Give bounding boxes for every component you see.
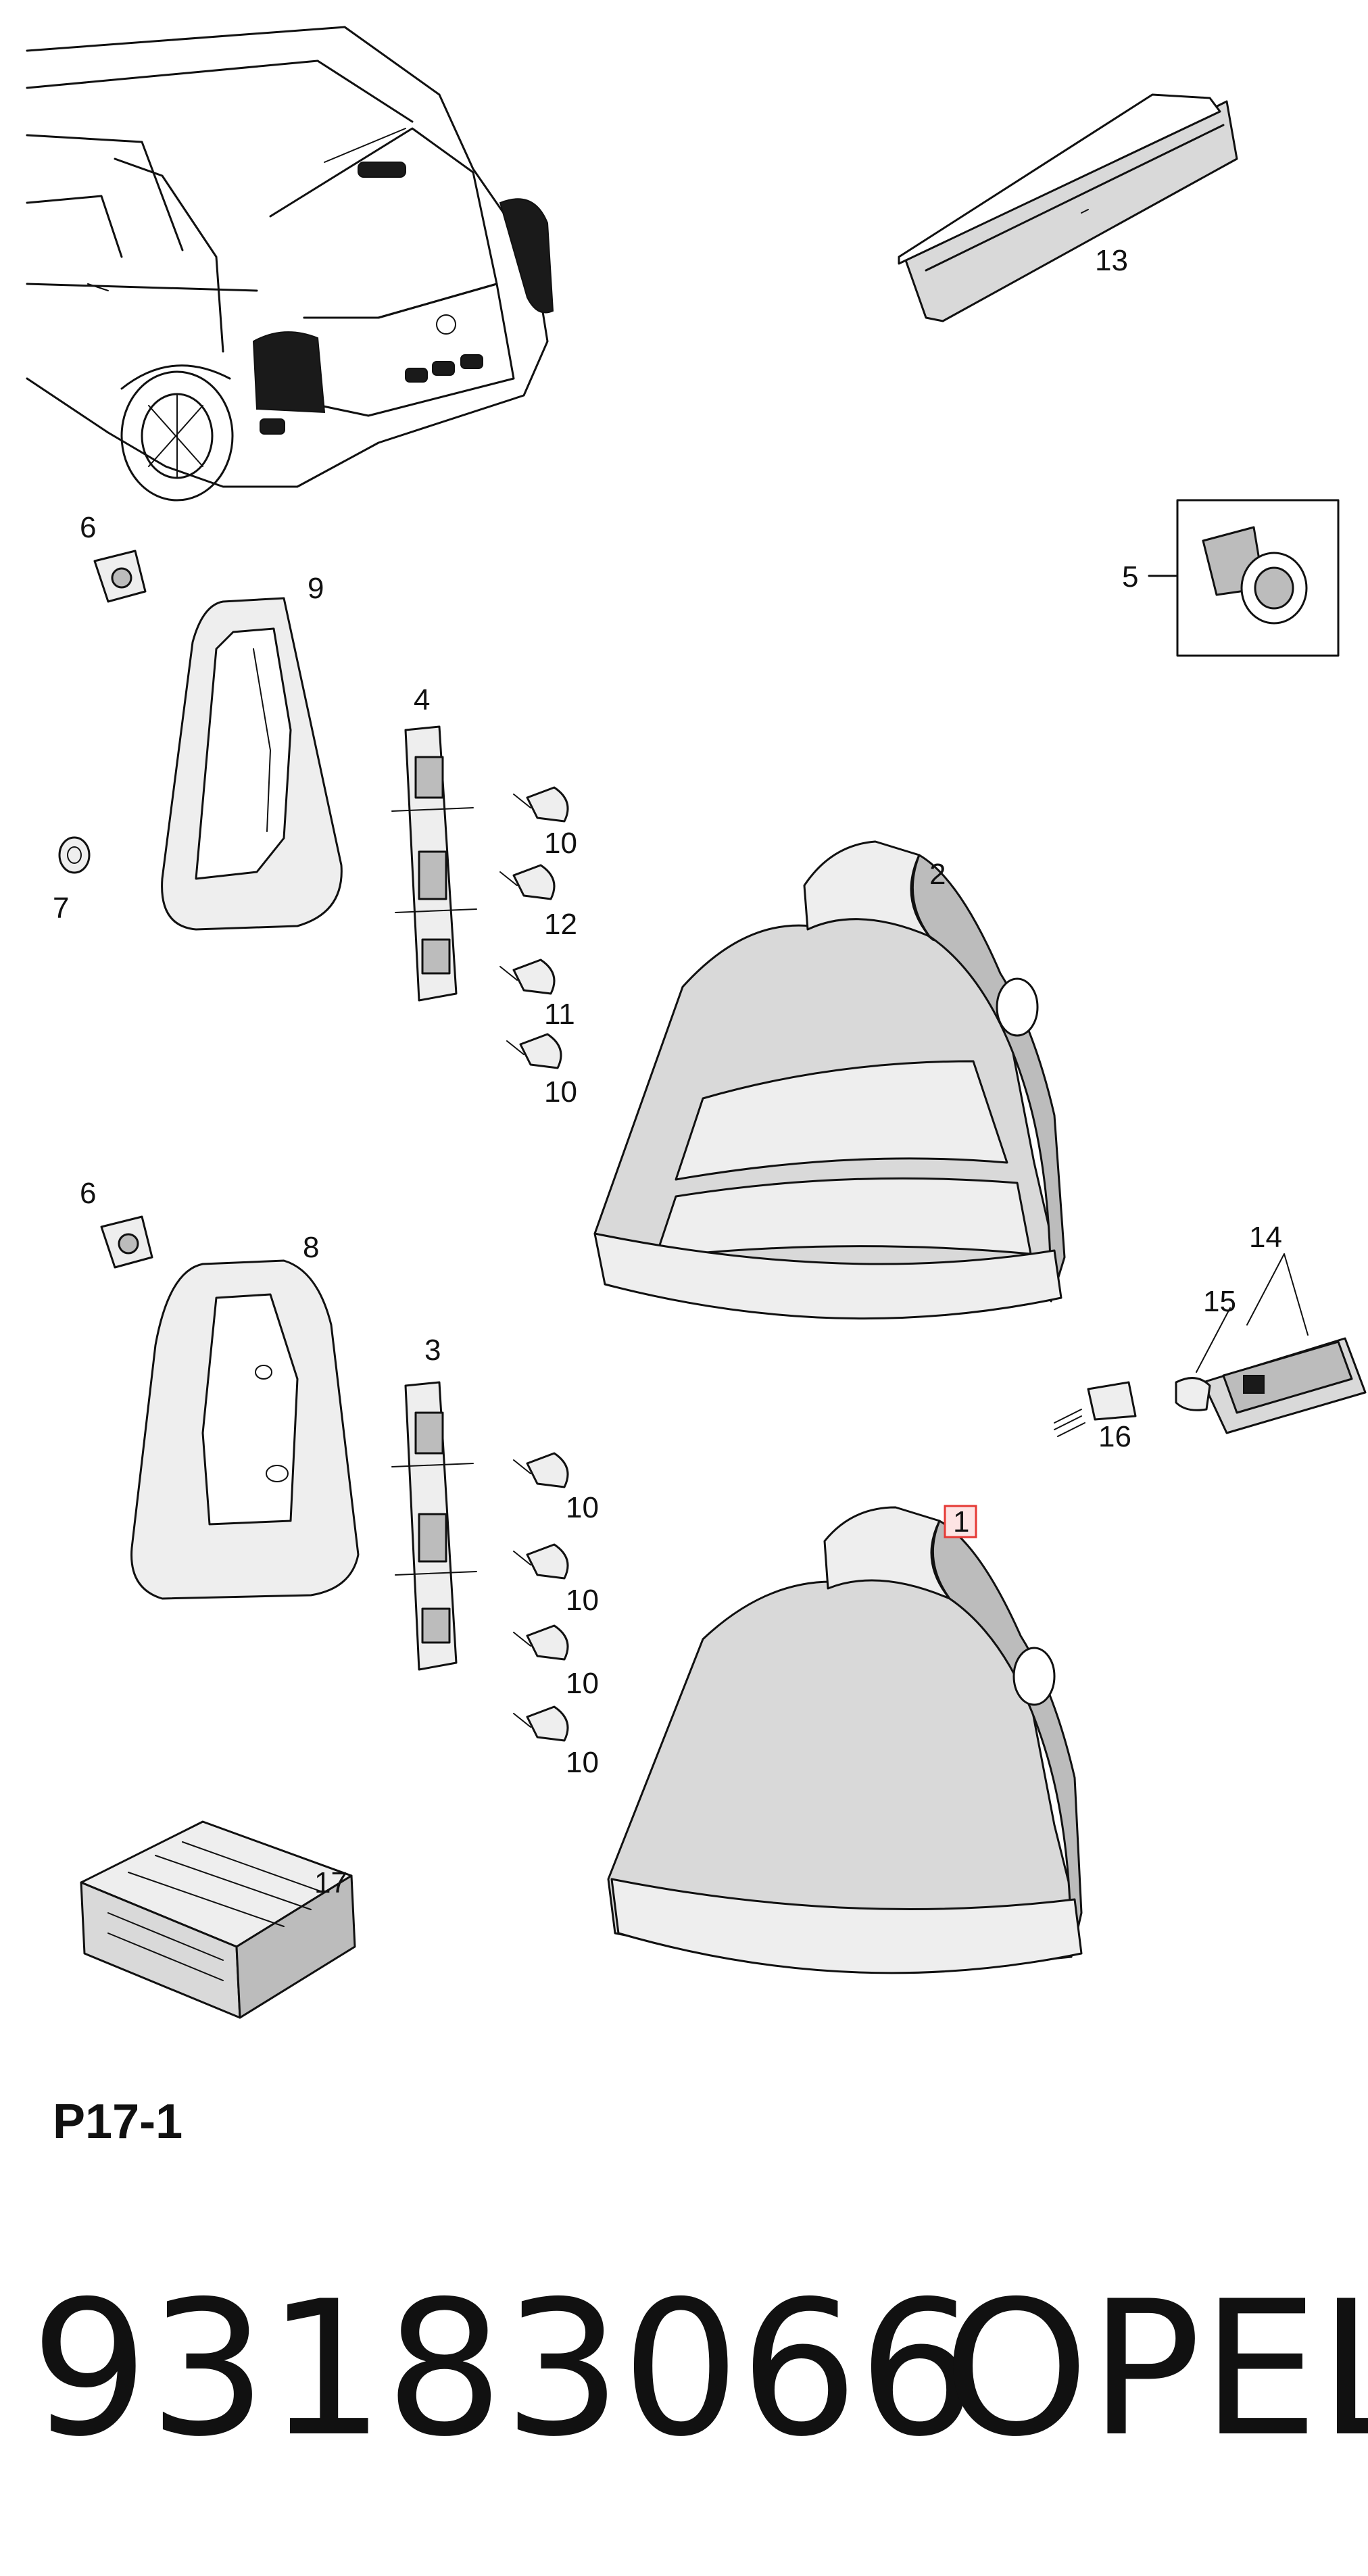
callout-4: 4	[414, 683, 430, 716]
callout-14: 14	[1249, 1221, 1282, 1254]
control-module-17	[80, 1820, 356, 2019]
bulbs-upper	[499, 786, 569, 1069]
brand-name: OPEL	[943, 2261, 1368, 2477]
callout-5: 5	[1122, 560, 1138, 593]
sheet-code: P17-1	[53, 2095, 182, 2149]
callout-16: 16	[1098, 1420, 1131, 1453]
gasket-8	[130, 1259, 360, 1600]
bulb-holder-4	[391, 725, 477, 1002]
highlight-box	[944, 1505, 977, 1538]
tail-lamp-1	[607, 1506, 1083, 1974]
bushing-inset	[1148, 499, 1340, 657]
clip-6-upper	[93, 550, 147, 603]
tail-lamp-2	[593, 840, 1066, 1320]
callout-6-upper: 6	[80, 511, 96, 544]
callout-3: 3	[424, 1334, 441, 1367]
callout-1: 1	[953, 1505, 969, 1538]
callout-10-c: 10	[566, 1491, 599, 1524]
callout-10-a: 10	[544, 827, 577, 860]
part-number: 93183066	[30, 2261, 977, 2477]
clip-6-lower	[100, 1215, 153, 1269]
callout-13: 13	[1095, 244, 1128, 277]
gasket-9	[161, 597, 343, 931]
callout-15: 15	[1203, 1285, 1236, 1318]
callout-10-d: 10	[566, 1584, 599, 1617]
callout-9: 9	[308, 572, 324, 605]
callout-6-lower: 6	[80, 1177, 96, 1210]
bulbs-lower	[513, 1452, 569, 1742]
high-mount-stop-lamp	[898, 93, 1238, 322]
callout-10-e: 10	[566, 1667, 599, 1700]
callout-7: 7	[53, 892, 69, 925]
bulb-holder-3	[391, 1381, 477, 1671]
callout-17: 17	[314, 1866, 347, 1899]
callout-12: 12	[544, 908, 577, 941]
vehicle-illustration	[26, 26, 554, 502]
license-plate-lamp	[1054, 1253, 1367, 1437]
grommet-7	[58, 836, 91, 874]
callout-11: 11	[544, 998, 575, 1031]
callout-10-f: 10	[566, 1746, 599, 1779]
callout-8: 8	[303, 1231, 319, 1264]
callout-10-b: 10	[544, 1075, 577, 1109]
callout-2: 2	[929, 858, 946, 891]
